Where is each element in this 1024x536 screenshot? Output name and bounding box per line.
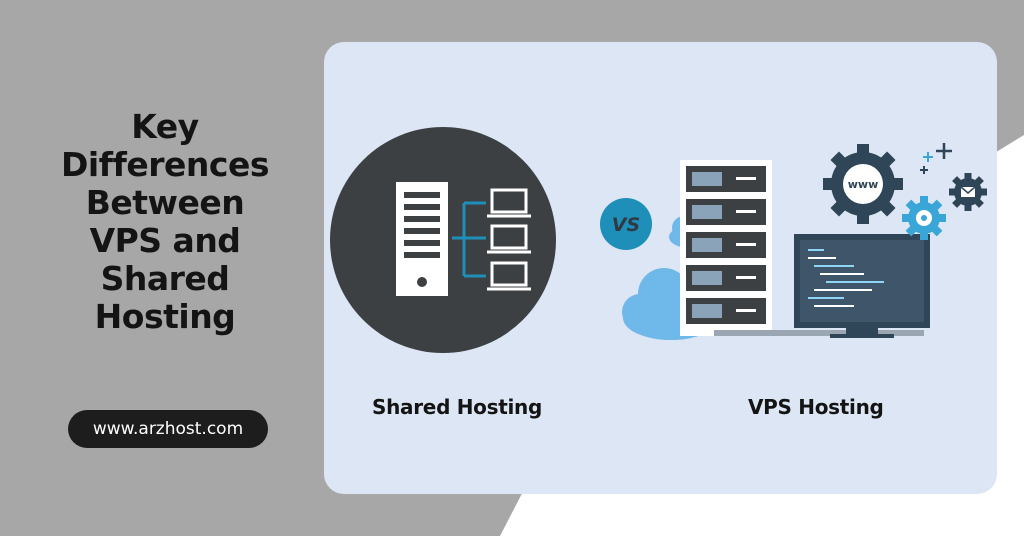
headline-line: Differences [60,145,270,184]
shared-hosting-caption: Shared Hosting [372,395,542,419]
plus-icon [920,166,928,174]
gear-icon: www [823,144,903,224]
headline-line: Hosting [94,297,236,336]
vps-hosting-caption: VPS Hosting [748,395,884,419]
plus-icon [936,143,952,159]
headline: Key Differences Between VPS and Shared H… [40,108,290,336]
server-tower-icon [396,182,448,296]
connector-lines [452,201,486,278]
headline-line: Between [85,183,245,222]
monitor-code-icon [794,234,930,338]
gear-icon [902,196,946,240]
plus-icon [923,152,933,162]
www-label: www [848,178,879,191]
vs-badge: VS [600,198,652,250]
website-link[interactable]: www.arzhost.com [68,410,268,448]
illustration: VS [330,127,987,353]
illustration-card: VS [324,42,997,494]
vs-label: VS [612,214,640,236]
laptop-icon [487,188,531,218]
headline-line: VPS and [89,221,241,260]
server-rack-icon [680,160,924,336]
headline-line: Key [131,107,199,146]
laptop-icon [487,261,531,291]
laptop-icon [487,224,531,254]
mail-gear-icon [949,173,987,211]
headline-line: Shared [100,259,230,298]
